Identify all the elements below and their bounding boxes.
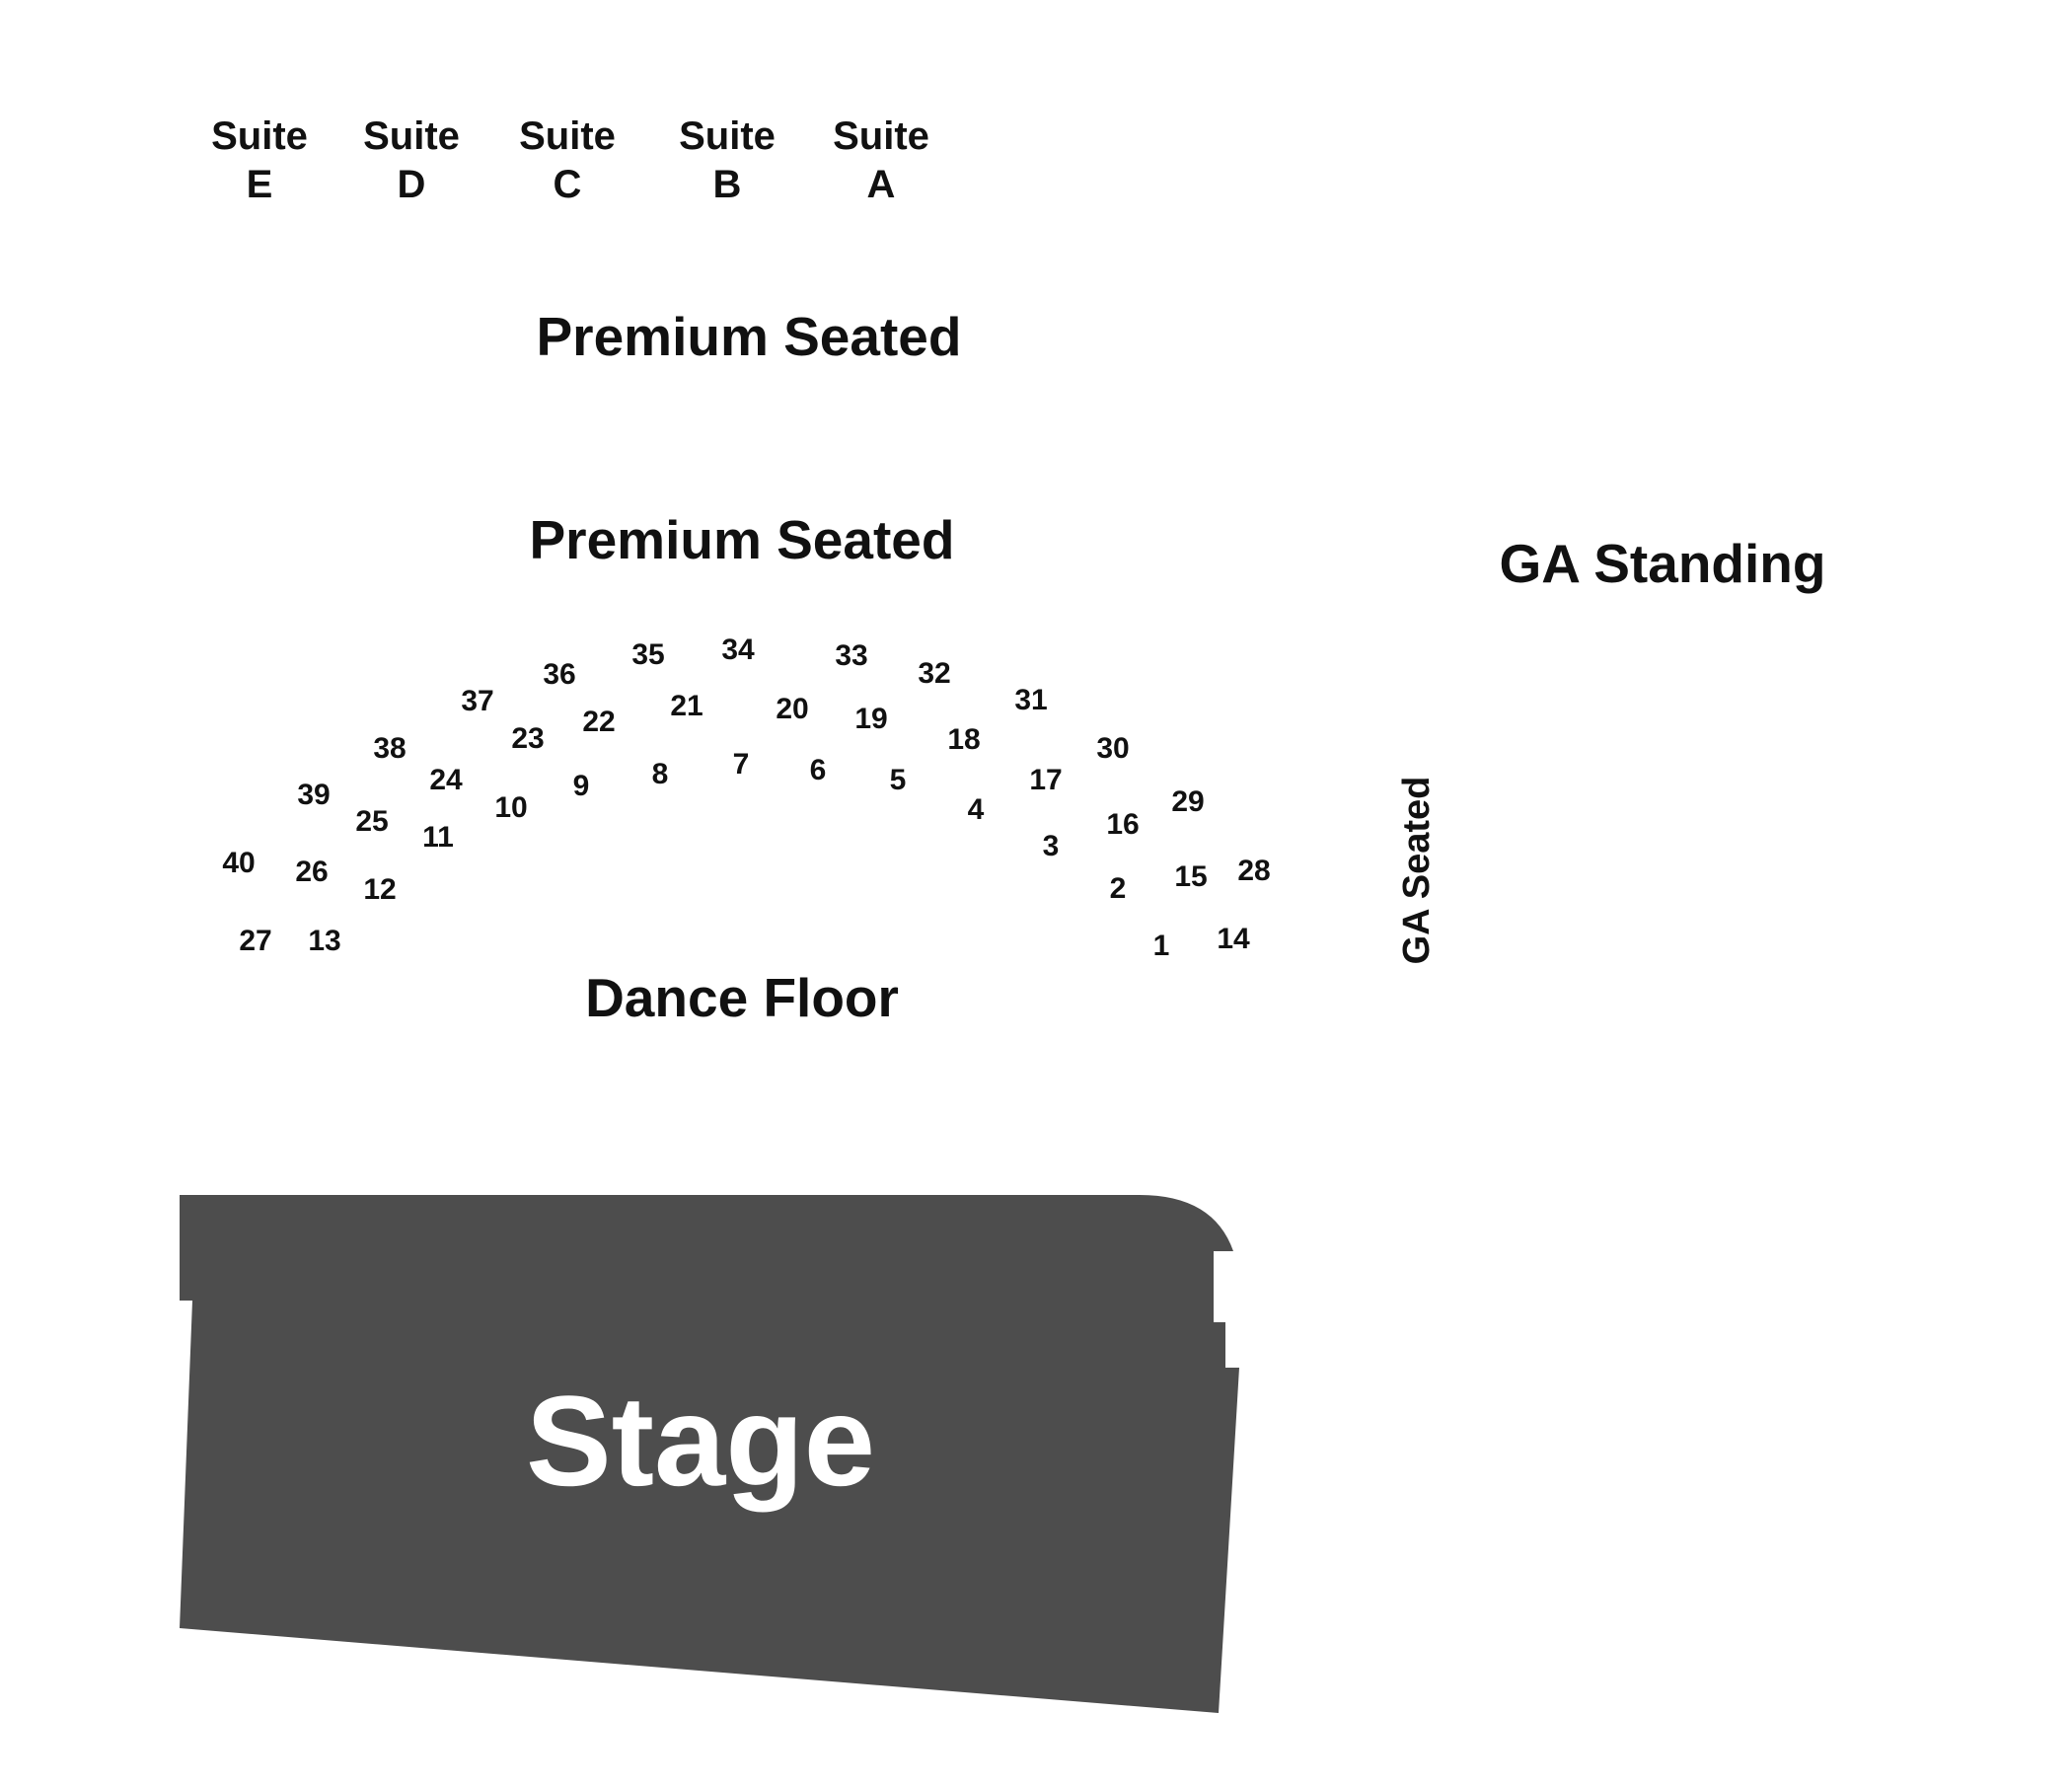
section-ga-seated[interactable]: GA Seated xyxy=(1396,777,1438,965)
table-25[interactable]: 25 xyxy=(355,805,388,838)
table-35[interactable]: 35 xyxy=(631,638,664,671)
table-16[interactable]: 16 xyxy=(1106,808,1139,841)
stage-label: Stage xyxy=(526,1369,875,1513)
table-20[interactable]: 20 xyxy=(776,693,808,725)
section-premium-seated-lower[interactable]: Premium Seated xyxy=(529,509,954,570)
suite-d-label: Suite xyxy=(363,114,460,158)
table-36[interactable]: 36 xyxy=(543,658,575,691)
table-39[interactable]: 39 xyxy=(297,779,330,811)
suite-c-letter: C xyxy=(554,163,582,206)
table-32[interactable]: 32 xyxy=(918,657,950,690)
table-40[interactable]: 40 xyxy=(222,847,255,879)
section-premium-seated-upper[interactable]: Premium Seated xyxy=(536,306,961,367)
table-12[interactable]: 12 xyxy=(363,873,396,906)
suite-e-label: Suite xyxy=(211,114,308,158)
table-19[interactable]: 19 xyxy=(854,703,887,735)
table-7[interactable]: 7 xyxy=(733,748,750,781)
table-9[interactable]: 9 xyxy=(573,770,590,802)
table-24[interactable]: 24 xyxy=(429,764,463,796)
table-6[interactable]: 6 xyxy=(810,754,827,786)
table-17[interactable]: 17 xyxy=(1029,764,1062,796)
table-5[interactable]: 5 xyxy=(890,764,907,796)
table-21[interactable]: 21 xyxy=(670,690,703,722)
table-28[interactable]: 28 xyxy=(1237,855,1270,887)
section-ga-standing[interactable]: GA Standing xyxy=(1500,533,1826,594)
suite-c[interactable]: Suite C xyxy=(519,114,616,206)
table-18[interactable]: 18 xyxy=(947,723,980,756)
table-1[interactable]: 1 xyxy=(1153,930,1170,962)
suite-e-letter: E xyxy=(247,163,273,206)
suite-d[interactable]: Suite D xyxy=(363,114,460,206)
table-26[interactable]: 26 xyxy=(295,856,328,888)
table-11[interactable]: 11 xyxy=(422,821,454,854)
table-31[interactable]: 31 xyxy=(1014,684,1047,716)
table-38[interactable]: 38 xyxy=(373,732,406,765)
section-dance-floor[interactable]: Dance Floor xyxy=(585,967,899,1028)
stage-shape xyxy=(180,1195,1239,1713)
table-34[interactable]: 34 xyxy=(721,633,755,666)
table-2[interactable]: 2 xyxy=(1110,872,1127,905)
stage[interactable]: Stage xyxy=(180,1195,1239,1713)
table-15[interactable]: 15 xyxy=(1174,860,1207,893)
suite-a-label: Suite xyxy=(833,114,929,158)
table-37[interactable]: 37 xyxy=(461,685,493,717)
suite-b-label: Suite xyxy=(679,114,776,158)
suite-c-label: Suite xyxy=(519,114,616,158)
suite-a[interactable]: Suite A xyxy=(833,114,929,206)
table-27[interactable]: 27 xyxy=(239,925,271,957)
suite-b[interactable]: Suite B xyxy=(679,114,776,206)
table-29[interactable]: 29 xyxy=(1171,785,1204,818)
suite-b-letter: B xyxy=(713,163,742,206)
table-4[interactable]: 4 xyxy=(968,793,985,826)
table-10[interactable]: 10 xyxy=(494,791,527,824)
table-14[interactable]: 14 xyxy=(1217,923,1250,955)
table-22[interactable]: 22 xyxy=(582,706,615,738)
table-33[interactable]: 33 xyxy=(835,639,867,672)
table-8[interactable]: 8 xyxy=(652,758,669,790)
suite-a-letter: A xyxy=(867,163,896,206)
table-23[interactable]: 23 xyxy=(511,722,544,755)
table-13[interactable]: 13 xyxy=(308,925,340,957)
table-3[interactable]: 3 xyxy=(1043,830,1060,862)
table-30[interactable]: 30 xyxy=(1096,732,1129,765)
suite-e[interactable]: Suite E xyxy=(211,114,308,206)
suite-d-letter: D xyxy=(398,163,426,206)
